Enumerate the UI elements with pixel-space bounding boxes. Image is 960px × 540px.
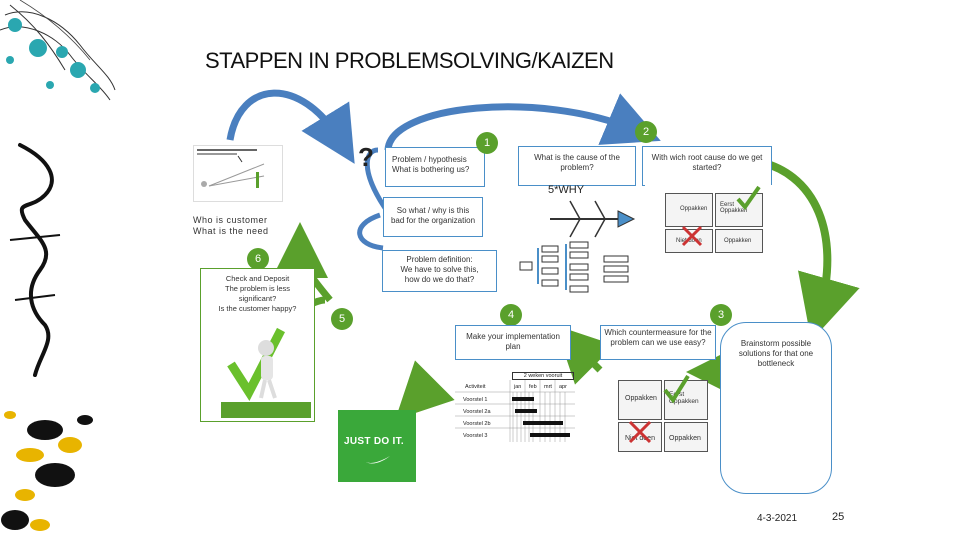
gantt-row-2: Voorstel 2a: [463, 409, 491, 415]
matrix-b-label-niet: Niet doen: [625, 435, 655, 442]
customer-need-text: Who is customer What is the need: [193, 215, 269, 236]
matrix-b-label-oppakken: Oppakken: [625, 395, 657, 402]
step-3-badge: 3: [710, 304, 732, 326]
five-why-label: 5*WHY: [548, 184, 585, 196]
priority-matrix-bottom: Oppakken Eerst Oppakken Niet doen Oppakk…: [600, 372, 712, 468]
fishbone-diagram: [550, 200, 636, 238]
gantt-month-apr: apr: [559, 384, 567, 390]
implementation-text: Make your implementation plan: [466, 332, 560, 351]
matrix-cell-tr: Eerst Oppakken: [715, 193, 763, 227]
gantt-row-3: Voorstel 2b: [463, 421, 491, 427]
hypothesis-box: Problem / hypothesis What is bothering u…: [385, 147, 485, 187]
matrix-label-eerst: Eerst Oppakken: [720, 202, 748, 214]
definition-text: Problem definition: We have to solve thi…: [400, 255, 479, 284]
so-what-box: So what / why is this bad for the organi…: [383, 197, 483, 237]
just-do-it-panel: JUST DO IT.: [338, 410, 416, 482]
why-tree-diagram: [519, 241, 629, 293]
gantt-month-mrt: mrt: [544, 384, 552, 390]
gantt-grid: [455, 380, 575, 442]
gantt-month-jan: jan: [514, 384, 522, 390]
decorative-swirl-art: [0, 0, 116, 101]
step-6-badge: 6: [247, 248, 269, 270]
step-1-badge: 1: [476, 132, 498, 154]
gantt-month-feb: feb: [529, 384, 537, 390]
check-deposit-text: Check and Deposit The problem is less si…: [218, 274, 297, 313]
just-do-it-text: JUST DO IT.: [344, 436, 404, 447]
page-title: STAPPEN IN PROBLEMSOLVING/KAIZEN: [205, 48, 614, 73]
page-number: 25: [832, 511, 845, 523]
step-5-badge: 5: [331, 308, 353, 330]
cause-question-text: What is the cause of the problem?: [534, 153, 620, 172]
gantt-activity-header: Activiteit: [465, 384, 486, 390]
document-thumbnail: [193, 145, 283, 202]
countermeasure-box: Which countermeasure for the problem can…: [600, 325, 716, 360]
step-2-badge: 2: [635, 121, 657, 143]
matrix-cell-br: Oppakken: [715, 229, 763, 253]
matrix-b-cell-br: Oppakken: [664, 422, 708, 452]
decorative-spots: [1, 411, 93, 531]
matrix-b-cell-tl: Oppakken: [618, 380, 662, 420]
matrix-b-label-oppakken-2: Oppakken: [669, 435, 701, 442]
so-what-text: So what / why is this bad for the organi…: [390, 206, 476, 225]
red-cross-icon-2: [628, 420, 652, 444]
decorative-ink-stroke: [9, 143, 61, 377]
root-cause-text: With wich root cause do we get started?: [651, 153, 763, 172]
brainstorm-box: Brainstorm possible solutions for that o…: [720, 322, 832, 494]
happy-figure-check-image: [221, 327, 311, 418]
brainstorm-text: Brainstorm possible solutions for that o…: [738, 339, 814, 368]
step-4-badge: 4: [500, 304, 522, 326]
footer-date: 4-3-2021: [757, 513, 798, 524]
matrix-label-oppakken-2: Oppakken: [724, 238, 752, 244]
matrix-cell-tl: Oppakken: [665, 193, 713, 227]
question-mark: ?: [358, 142, 374, 172]
gantt-header-span: 2 weken vooruit: [512, 372, 574, 380]
hypothesis-text: Problem / hypothesis What is bothering u…: [392, 155, 470, 174]
definition-box: Problem definition: We have to solve thi…: [382, 250, 497, 292]
green-check-icon: [736, 185, 761, 211]
gantt-plan: 2 weken vooruit Activiteit jan feb mrt a…: [455, 372, 575, 442]
matrix-label-oppakken: Oppakken: [680, 206, 708, 212]
priority-matrix-top: Oppakken Eerst Oppakken Niet doen Oppakk…: [645, 185, 775, 275]
check-deposit-box: Check and Deposit The problem is less si…: [200, 268, 315, 422]
green-check-icon-2: [663, 374, 690, 404]
cause-question-box: What is the cause of the problem?: [518, 146, 636, 186]
gantt-row-1: Voorstel 1: [463, 397, 488, 403]
red-cross-icon: [681, 225, 703, 247]
countermeasure-text: Which countermeasure for the problem can…: [604, 328, 712, 347]
matrix-b-cell-bl: Niet doen: [618, 422, 662, 452]
gantt-row-4: Voorstel 3: [463, 433, 488, 439]
implementation-box: Make your implementation plan: [455, 325, 571, 360]
root-cause-box: With wich root cause do we get started?: [642, 146, 772, 186]
swoosh-icon: [364, 456, 390, 464]
